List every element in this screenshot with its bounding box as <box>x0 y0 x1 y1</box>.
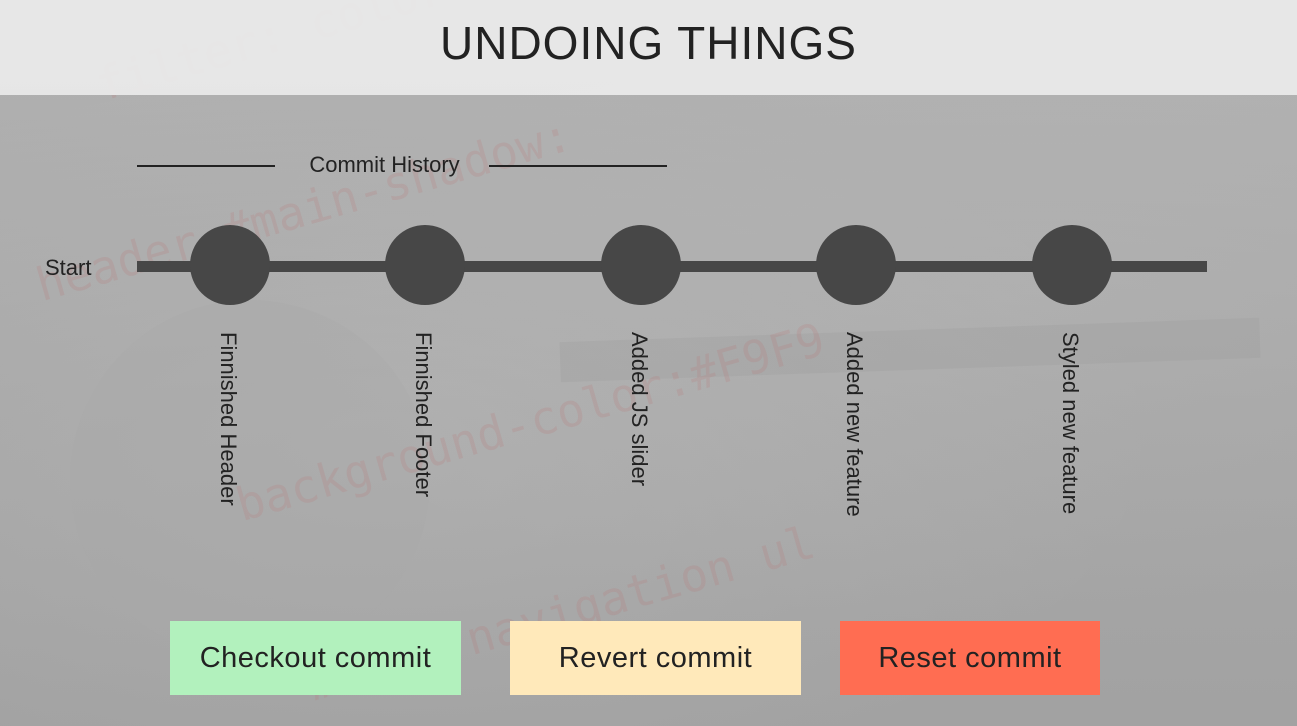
start-label: Start <box>45 255 92 280</box>
commit-node[interactable] <box>385 225 465 305</box>
heading-rule-left <box>137 165 275 167</box>
checkout-commit-button[interactable]: Checkout commit <box>170 621 461 695</box>
commit-node[interactable] <box>816 225 896 305</box>
commit-label: Styled new feature <box>1058 332 1083 515</box>
commit-node[interactable] <box>601 225 681 305</box>
commit-node[interactable] <box>1032 225 1112 305</box>
commit-node[interactable] <box>190 225 270 305</box>
revert-commit-button[interactable]: Revert commit <box>510 621 801 695</box>
commit-label: Finnished Header <box>216 332 241 506</box>
code-texture: header #main-shadow: <box>30 107 578 312</box>
commit-history-heading: Commit History <box>137 148 667 184</box>
title-bar: UNDOING THINGS <box>0 0 1297 95</box>
page-title: UNDOING THINGS <box>440 17 857 69</box>
commit-label: Added JS slider <box>627 332 652 487</box>
commit-label: Added new feature <box>842 332 867 517</box>
reset-commit-button[interactable]: Reset commit <box>840 621 1100 695</box>
commit-label: Finnished Footer <box>411 332 436 498</box>
commit-history-label: Commit History <box>309 152 460 177</box>
github-logo-watermark <box>70 300 430 660</box>
heading-rule-right <box>489 165 667 167</box>
